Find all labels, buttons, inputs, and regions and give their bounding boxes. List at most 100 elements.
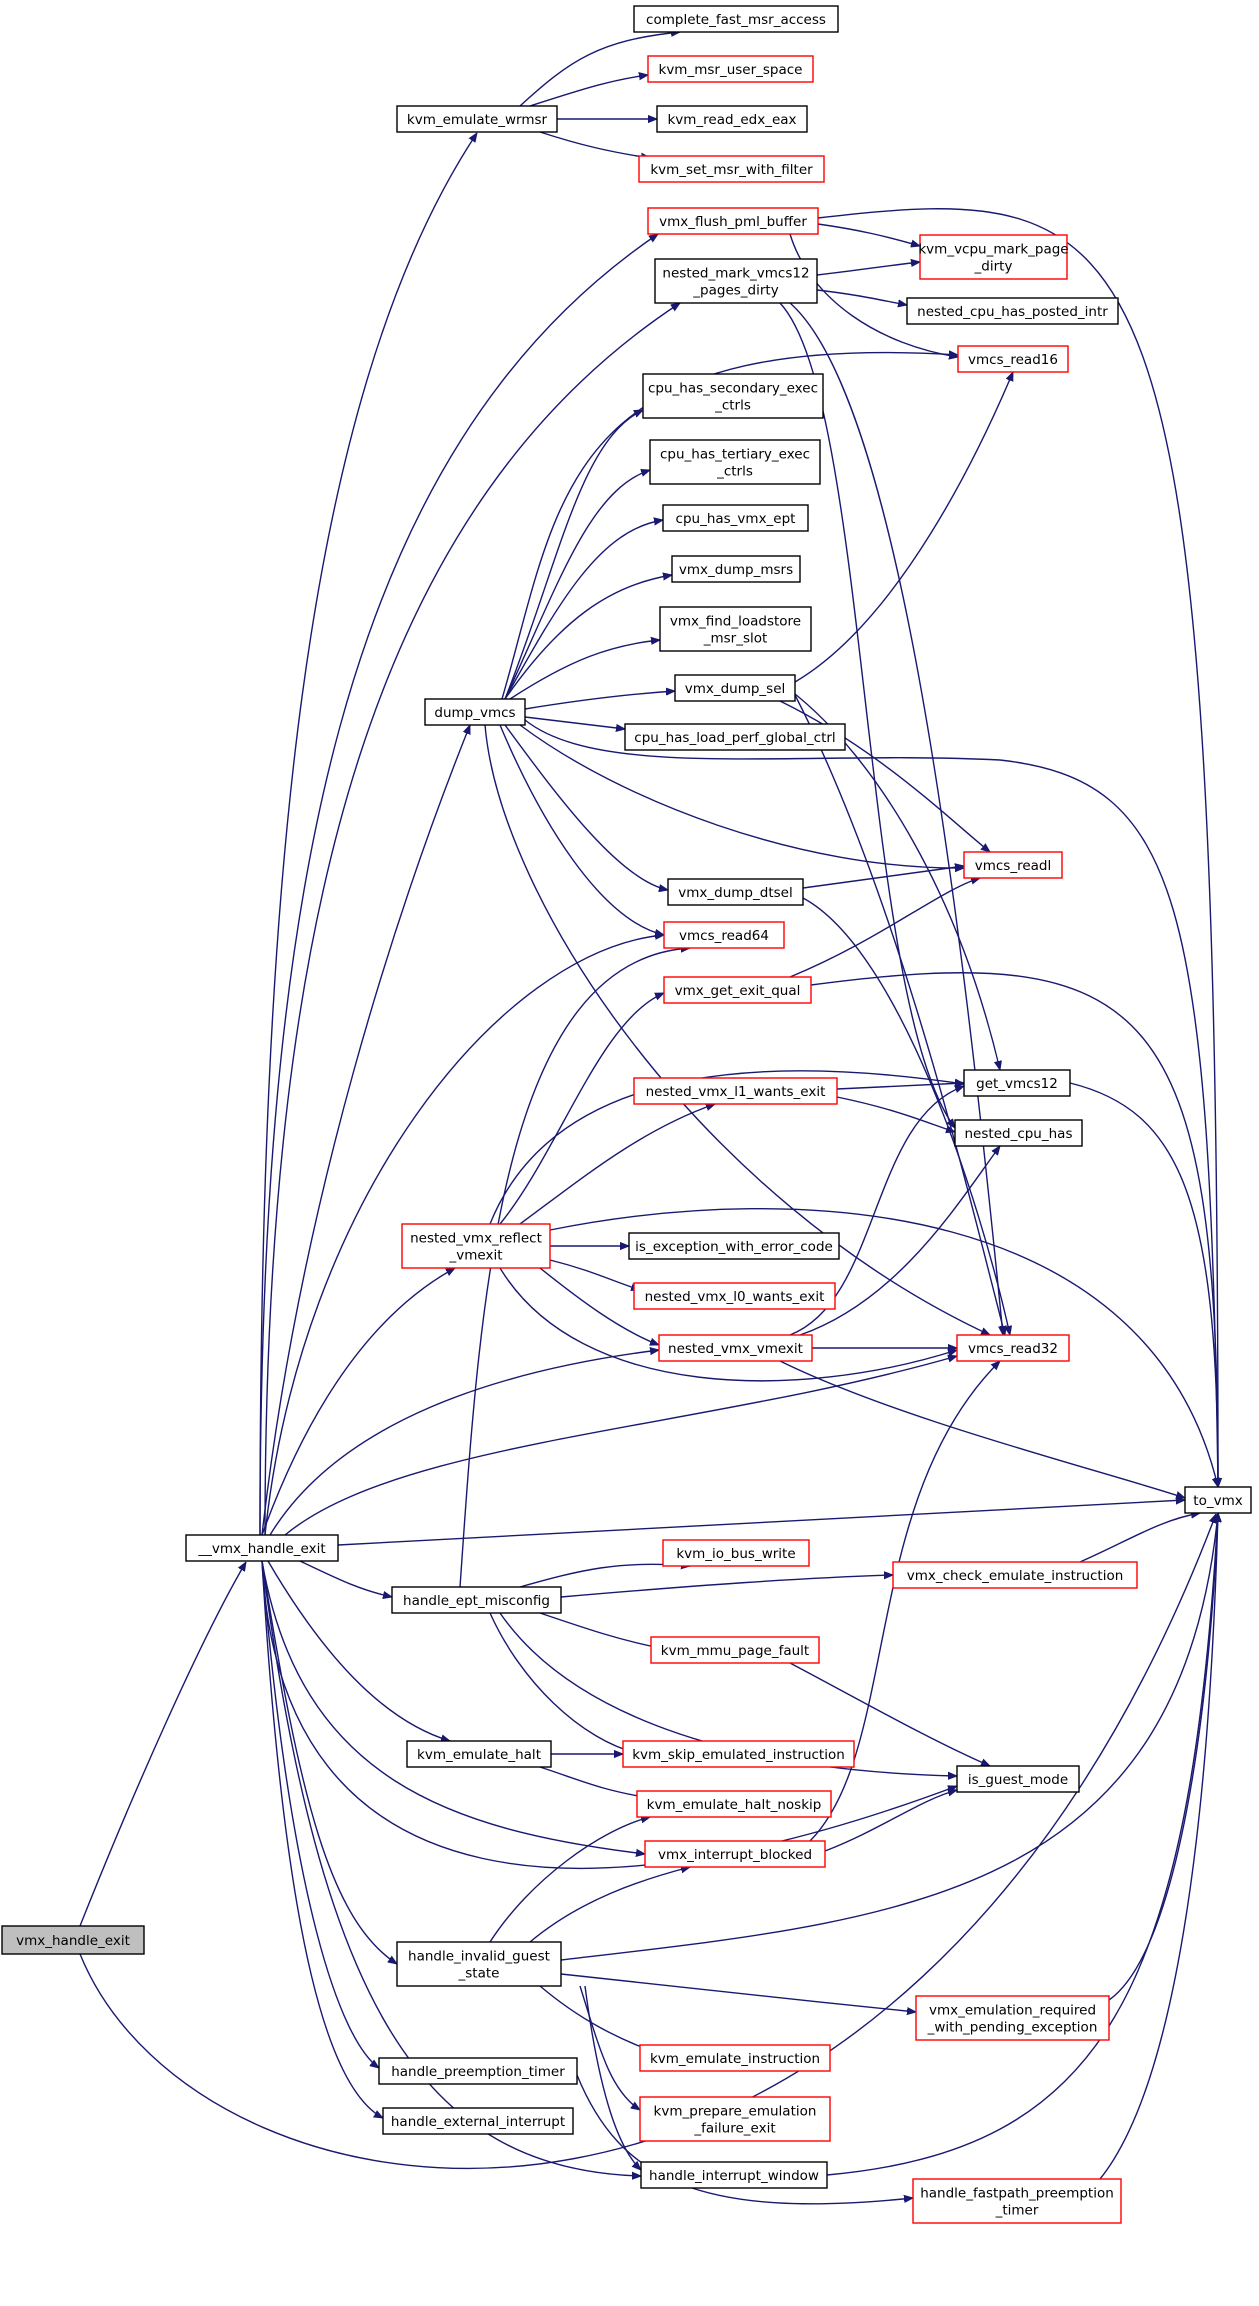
edge-line — [259, 234, 658, 1536]
edge-line — [524, 716, 625, 729]
node-nested_vmx_reflect_vmexit[interactable]: nested_vmx_reflect_vmexit — [401, 1223, 551, 1269]
node-box — [424, 698, 526, 726]
node-vmx_dump_dtsel[interactable]: vmx_dump_dtsel — [667, 878, 804, 906]
node-box — [638, 155, 825, 183]
node-cpu_has_tertiary_exec_ctrls[interactable]: cpu_has_tertiary_exec_ctrls — [649, 439, 821, 485]
node-dump_vmcs[interactable]: dump_vmcs — [424, 698, 526, 726]
node-nested_vmx_l0_wants_exit[interactable]: nested_vmx_l0_wants_exit — [633, 1282, 836, 1310]
node-vmx_handle_exit[interactable]: vmx_handle_exit — [1, 1925, 145, 1955]
node-vmcs_read64[interactable]: vmcs_read64 — [663, 921, 785, 949]
node-handle_interrupt_window[interactable]: handle_interrupt_window — [640, 2161, 828, 2189]
node-vmcs_read32[interactable]: vmcs_read32 — [956, 1334, 1070, 1362]
edge-line — [269, 1350, 659, 1536]
node-box — [642, 373, 824, 419]
edge-dump_vmcs-to-vmcs_read16 — [501, 353, 958, 700]
edge-nested_vmx_l1_wants_exit-to-get_vmcs12 — [836, 1083, 964, 1090]
edge-nested_vmx_l1_wants_exit-to-nested_cpu_has — [836, 1096, 955, 1132]
node-kvm_msr_user_space[interactable]: kvm_msr_user_space — [647, 55, 814, 83]
edge-nested_vmx_reflect_vmexit-to-nested_vmx_vmexit — [539, 1267, 659, 1346]
node-kvm_emulate_halt_noskip[interactable]: kvm_emulate_halt_noskip — [636, 1790, 832, 1818]
node-kvm_io_bus_write[interactable]: kvm_io_bus_write — [662, 1539, 810, 1567]
edge-nested_vmx_vmexit-to-to_vmx — [779, 1360, 1185, 1498]
node-is_guest_mode[interactable]: is_guest_mode — [956, 1765, 1080, 1793]
node-box — [915, 1995, 1110, 2041]
node-kvm_emulate_wrmsr[interactable]: kvm_emulate_wrmsr — [396, 105, 558, 133]
node-get_vmcs12[interactable]: get_vmcs12 — [963, 1069, 1071, 1097]
node-vmcs_readl[interactable]: vmcs_readl — [963, 851, 1063, 879]
edge-kvm_emulate_wrmsr-to-complete_fast_msr_access — [519, 32, 680, 107]
node-kvm_set_msr_with_filter[interactable]: kvm_set_msr_with_filter — [638, 155, 825, 183]
call-nodes: vmx_handle_exit __vmx_handle_exit kvm_emul… — [1, 5, 1252, 2224]
node-handle_ept_misconfig[interactable]: handle_ept_misconfig — [391, 1586, 562, 1614]
node-complete_fast_msr_access[interactable]: complete_fast_msr_access — [633, 5, 839, 33]
node-vmx_interrupt_blocked[interactable]: vmx_interrupt_blocked — [644, 1840, 826, 1868]
call-edges — [79, 32, 1218, 2205]
node-label: vmcs_read64 — [679, 928, 769, 944]
edge-line — [1079, 1513, 1200, 1563]
node-label: kvm_read_edx_eax — [667, 112, 796, 128]
edge-dump_vmcs-to-cpu_has_secondary_exec_ctrls — [504, 409, 643, 700]
node-label: handle_preemption_timer — [391, 2064, 565, 2080]
node-kvm_emulate_instruction[interactable]: kvm_emulate_instruction — [639, 2044, 831, 2072]
node-kvm_emulate_halt[interactable]: kvm_emulate_halt — [406, 1740, 552, 1768]
edge-nested_vmx_reflect_vmexit-to-nested_vmx_l0_wants_exit — [549, 1259, 640, 1290]
edge-line — [539, 1267, 659, 1346]
node-label: _ctrls — [714, 398, 751, 414]
node-handle_fastpath_preemption_timer[interactable]: handle_fastpath_preemption_timer — [912, 2178, 1122, 2224]
node-vmx_get_exit_qual[interactable]: vmx_get_exit_qual — [663, 976, 812, 1004]
node-nested_cpu_has_posted_intr[interactable]: nested_cpu_has_posted_intr — [906, 297, 1119, 325]
node-kvm_vcpu_mark_page_dirty[interactable]: kvm_vcpu_mark_page_dirty — [918, 234, 1069, 280]
edge-line — [789, 1086, 964, 1336]
node-cpu_has_secondary_exec_ctrls[interactable]: cpu_has_secondary_exec_ctrls — [642, 373, 824, 419]
edge-nested_vmx_vmexit-to-nested_cpu_has — [799, 1146, 1000, 1336]
edge-line — [816, 289, 907, 305]
edge-line — [789, 233, 958, 357]
edge-dump_vmcs-to-cpu_has_vmx_ept — [504, 520, 663, 700]
edge-vmx_dump_sel-to-vmcs_read16 — [794, 372, 1014, 683]
node-kvm_skip_emulated_instruction[interactable]: kvm_skip_emulated_instruction — [622, 1740, 855, 1768]
node-box — [892, 1561, 1138, 1589]
node-kvm_read_edx_eax[interactable]: kvm_read_edx_eax — [656, 105, 808, 133]
node-label: cpu_has_vmx_ept — [676, 511, 796, 527]
node-label: kvm_set_msr_with_filter — [650, 162, 813, 178]
node-is_exception_with_error_code[interactable]: is_exception_with_error_code — [628, 1232, 840, 1260]
node-kvm_mmu_page_fault[interactable]: kvm_mmu_page_fault — [650, 1636, 820, 1664]
node-nested_mark_vmcs12_pages_dirty[interactable]: nested_mark_vmcs12_pages_dirty — [654, 258, 818, 304]
node-__vmx_handle_exit[interactable]: __vmx_handle_exit — [185, 1534, 339, 1562]
node-vmx_dump_sel[interactable]: vmx_dump_sel — [674, 674, 796, 702]
node-vmcs_read16[interactable]: vmcs_read16 — [957, 345, 1069, 373]
edge-__vmx_handle_exit-to-dump_vmcs — [261, 725, 471, 1536]
edge-__vmx_handle_exit-to-handle_ept_misconfig — [299, 1560, 392, 1597]
node-vmx_find_loadstore_msr_slot[interactable]: vmx_find_loadstore_msr_slot — [659, 606, 812, 652]
node-box — [954, 1119, 1083, 1147]
node-kvm_prepare_emulation_failure_exit[interactable]: kvm_prepare_emulation_failure_exit — [639, 2096, 831, 2142]
node-handle_preemption_timer[interactable]: handle_preemption_timer — [378, 2057, 578, 2085]
node-box — [396, 105, 558, 133]
node-box — [906, 297, 1119, 325]
edge-line — [504, 470, 650, 700]
node-vmx_emulation_required_with_pending_exception[interactable]: vmx_emulation_required_with_pending_exce… — [915, 1995, 1110, 2041]
node-vmx_flush_pml_buffer[interactable]: vmx_flush_pml_buffer — [647, 207, 819, 235]
node-nested_vmx_l1_wants_exit[interactable]: nested_vmx_l1_wants_exit — [633, 1077, 838, 1105]
edge-vmx_handle_exit-to-to_vmx — [79, 1514, 1217, 2169]
node-label: vmx_dump_msrs — [679, 562, 793, 578]
edge-nested_vmx_reflect_vmexit-to-vmx_get_exit_qual — [499, 992, 664, 1225]
edge-__vmx_handle_exit-to-is_guest_mode — [261, 1560, 957, 1869]
edge-__vmx_handle_exit-to-kvm_emulate_halt — [267, 1560, 450, 1741]
node-nested_vmx_vmexit[interactable]: nested_vmx_vmexit — [658, 1334, 813, 1362]
node-cpu_has_load_perf_global_ctrl[interactable]: cpu_has_load_perf_global_ctrl — [624, 723, 846, 751]
edge-__vmx_handle_exit-to-vmx_flush_pml_buffer — [259, 234, 658, 1536]
node-handle_external_interrupt[interactable]: handle_external_interrupt — [382, 2107, 574, 2135]
node-cpu_has_vmx_ept[interactable]: cpu_has_vmx_ept — [662, 504, 809, 532]
node-vmx_dump_msrs[interactable]: vmx_dump_msrs — [671, 555, 801, 583]
node-nested_cpu_has[interactable]: nested_cpu_has — [954, 1119, 1083, 1147]
node-label: kvm_emulate_halt_noskip — [647, 1797, 822, 1813]
node-handle_invalid_guest_state[interactable]: handle_invalid_guest_state — [396, 1941, 562, 1987]
node-label: vmx_flush_pml_buffer — [659, 214, 807, 230]
node-vmx_check_emulate_instruction[interactable]: vmx_check_emulate_instruction — [892, 1561, 1138, 1589]
node-box — [662, 504, 809, 532]
node-to_vmx[interactable]: to_vmx — [1184, 1486, 1252, 1514]
node-label: cpu_has_secondary_exec — [648, 381, 818, 397]
node-box — [378, 2057, 578, 2085]
node-box — [647, 207, 819, 235]
